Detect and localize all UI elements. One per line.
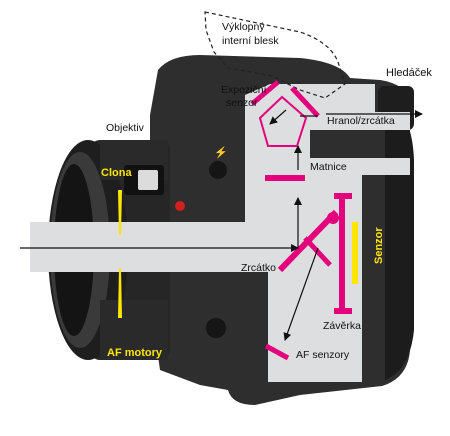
metering-sensor-label-1: Expoziční	[221, 84, 267, 96]
af-sensor-bar	[264, 343, 290, 361]
flash-icon: ⚡	[214, 146, 228, 159]
aperture-marks	[118, 190, 122, 318]
cutaway-section	[30, 84, 410, 382]
image-sensor-bar	[352, 222, 358, 284]
shutter-label: Závěrka	[323, 320, 361, 332]
flash-label-2: interní blesk	[222, 35, 279, 47]
popup-flash-outline	[204, 11, 346, 99]
af-motors-label: AF motory	[107, 347, 163, 359]
flash-label-1: Výklopný	[222, 21, 265, 33]
dof-button	[206, 318, 226, 338]
optical-path	[20, 109, 423, 341]
sub-mirror	[303, 236, 332, 267]
metering-sensor-label-2: senzor	[226, 97, 258, 109]
viewfinder-label: Hledáček	[386, 67, 432, 79]
pentaprism-top-bar	[290, 86, 320, 118]
af-sensors-label: AF senzory	[296, 349, 350, 361]
pentaprism-label: Hranol/zrcátka	[327, 115, 395, 127]
flash-button	[209, 161, 227, 179]
lens-label: Objektiv	[106, 122, 145, 134]
pentaprism	[258, 95, 308, 147]
aperture-label: Clona	[101, 167, 132, 179]
mirror-pivot	[327, 212, 339, 224]
metering-sensor-bar	[250, 80, 280, 106]
image-sensor-label: Senzor	[373, 227, 385, 264]
focusing-screen-label: Matnice	[310, 161, 347, 173]
mirror-label: Zrcátko	[241, 262, 276, 274]
